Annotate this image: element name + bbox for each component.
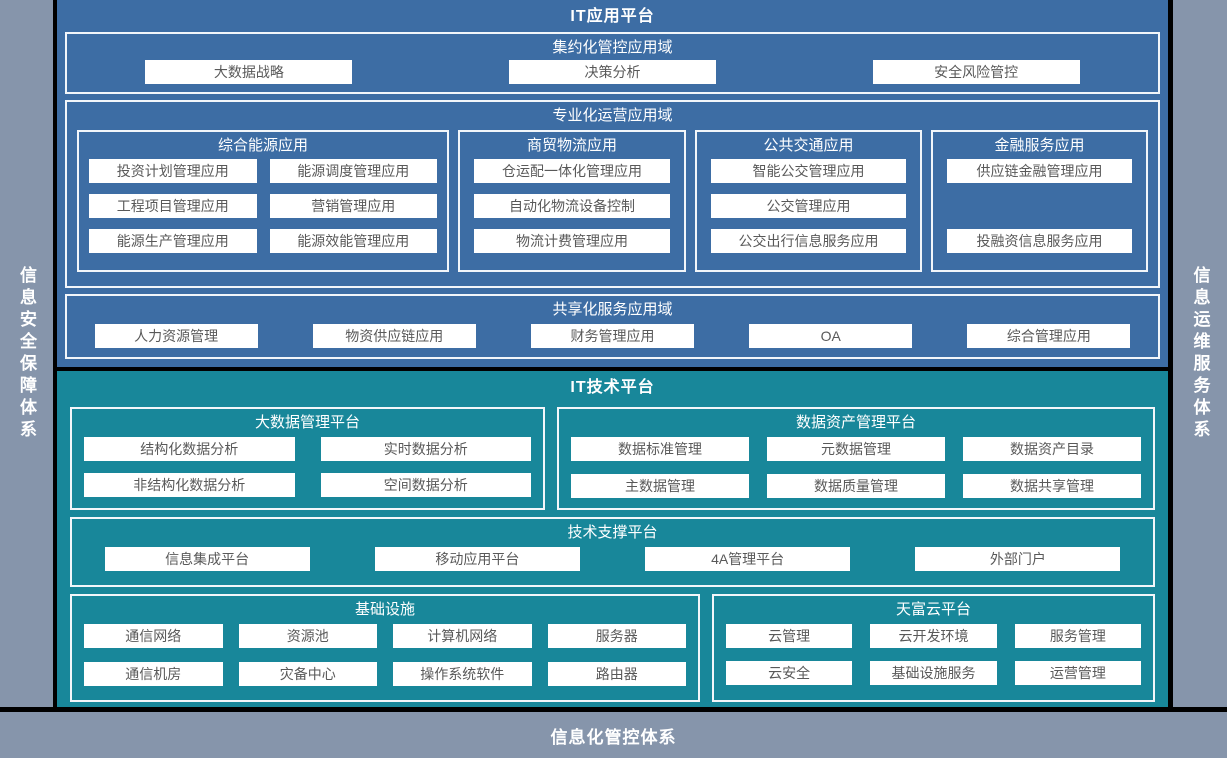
main-content: IT应用平台 集约化管控应用域 大数据战略 决策分析 安全风险管控 专业化运营应…: [57, 0, 1168, 707]
node-comm-network: 通信网络: [84, 624, 223, 648]
node-bus-travel-info-service: 公交出行信息服务应用: [711, 229, 906, 253]
node-metadata-mgmt: 元数据管理: [767, 437, 945, 461]
node-hr-mgmt: 人力资源管理: [94, 324, 258, 348]
node-decision-analysis: 决策分析: [508, 60, 716, 84]
node-big-data-strategy: 大数据战略: [145, 60, 353, 84]
node-realtime-data-analysis: 实时数据分析: [320, 437, 531, 461]
node-comm-room: 通信机房: [84, 662, 223, 686]
node-spatial-data-analysis: 空间数据分析: [320, 473, 531, 497]
node-cloud-security: 云安全: [726, 661, 853, 685]
it-application-platform-title: IT应用平台: [570, 8, 655, 25]
node-router: 路由器: [547, 662, 686, 686]
node-master-data-mgmt: 主数据管理: [571, 474, 749, 498]
node-automated-logistics-equipment: 自动化物流设备控制: [474, 194, 670, 218]
group-integrated-energy: 综合能源应用 投资计划管理应用 能源调度管理应用 工程项目管理应用 营销管理应用…: [77, 130, 449, 272]
group-financial-service: 金融服务应用 供应链金融管理应用 投融资信息服务应用: [931, 130, 1148, 272]
node-computer-network: 计算机网络: [393, 624, 532, 648]
node-supply-chain-finance-mgmt: 供应链金融管理应用: [947, 159, 1132, 183]
node-cloud-mgmt: 云管理: [726, 624, 853, 648]
it-technology-platform-title: IT技术平台: [570, 379, 655, 396]
transit-buttons-col: 智能公交管理应用 公交管理应用 公交出行信息服务应用: [697, 158, 920, 253]
node-data-quality-mgmt: 数据质量管理: [767, 474, 945, 498]
group-trade-logistics-title: 商贸物流应用: [526, 137, 617, 154]
node-investment-financing-info-service: 投融资信息服务应用: [947, 229, 1132, 253]
node-marketing-mgmt: 营销管理应用: [269, 194, 437, 218]
professional-groups: 综合能源应用 投资计划管理应用 能源调度管理应用 工程项目管理应用 营销管理应用…: [67, 128, 1158, 272]
domain-intensive-control-title: 集约化管控应用域: [552, 39, 673, 56]
group-tech-support-platform: 技术支撑平台 信息集成平台 移动应用平台 4A管理平台 外部门户: [70, 517, 1155, 587]
group-bigdata-mgmt-platform-title: 大数据管理平台: [254, 414, 360, 431]
domain-intensive-control: 集约化管控应用域 大数据战略 决策分析 安全风险管控: [65, 32, 1160, 94]
domain-professional-operation-title: 专业化运营应用域: [552, 107, 673, 124]
group-infrastructure: 基础设施 通信网络 资源池 计算机网络 服务器 通信机房 灾备中心 操作系统软件…: [70, 594, 700, 702]
node-disaster-recovery-center: 灾备中心: [238, 662, 377, 686]
node-financial-mgmt: 财务管理应用: [530, 324, 694, 348]
node-infra-service: 基础设施服务: [870, 661, 997, 685]
node-material-supply-chain: 物资供应链应用: [312, 324, 476, 348]
group-trade-logistics: 商贸物流应用 仓运配一体化管理应用 自动化物流设备控制 物流计费管理应用: [458, 130, 686, 272]
domain-shared-service: 共享化服务应用域 人力资源管理 物资供应链应用 财务管理应用 OA 综合管理应用: [65, 294, 1160, 359]
node-structured-data-analysis: 结构化数据分析: [84, 437, 295, 461]
infrastructure-buttons-grid: 通信网络 资源池 计算机网络 服务器 通信机房 灾备中心 操作系统软件 路由器: [72, 622, 698, 686]
shared-buttons-row: 人力资源管理 物资供应链应用 财务管理应用 OA 综合管理应用: [67, 324, 1158, 348]
group-public-transport: 公共交通应用 智能公交管理应用 公交管理应用 公交出行信息服务应用: [695, 130, 922, 272]
group-tianfu-cloud-platform: 天富云平台 云管理 云开发环境 服务管理 云安全 基础设施服务 运营管理: [712, 594, 1155, 702]
intensive-buttons-row: 大数据战略 决策分析 安全风险管控: [67, 60, 1158, 84]
bigdata-buttons-grid: 结构化数据分析 实时数据分析 非结构化数据分析 空间数据分析: [72, 435, 543, 497]
tech-support-buttons-row: 信息集成平台 移动应用平台 4A管理平台 外部门户: [72, 547, 1153, 571]
node-data-sharing-mgmt: 数据共享管理: [963, 474, 1141, 498]
domain-shared-service-title: 共享化服务应用域: [552, 301, 673, 318]
node-oa: OA: [749, 324, 913, 348]
group-public-transport-title: 公共交通应用: [763, 137, 854, 154]
group-data-asset-mgmt-platform: 数据资产管理平台 数据标准管理 元数据管理 数据资产目录 主数据管理 数据质量管…: [557, 407, 1155, 510]
group-tech-support-platform-title: 技术支撑平台: [567, 524, 658, 541]
node-external-portal: 外部门户: [915, 547, 1121, 571]
it-technology-platform-panel: IT技术平台 大数据管理平台 结构化数据分析 实时数据分析 非结构化数据分析 空…: [57, 371, 1168, 707]
node-project-mgmt: 工程项目管理应用: [89, 194, 257, 218]
node-security-risk-control: 安全风险管控: [872, 60, 1080, 84]
pillar-info-ops-service-label: 信息运维服务体系: [1190, 265, 1210, 442]
pillar-info-security: 信息安全保障体系: [0, 0, 53, 707]
pillar-info-security-label: 信息安全保障体系: [17, 265, 36, 442]
cloud-buttons-grid: 云管理 云开发环境 服务管理 云安全 基础设施服务 运营管理: [714, 622, 1153, 685]
domain-professional-operation: 专业化运营应用域 综合能源应用 投资计划管理应用 能源调度管理应用 工程项目管理…: [65, 100, 1160, 288]
node-energy-dispatch-mgmt: 能源调度管理应用: [269, 159, 437, 183]
group-financial-service-title: 金融服务应用: [994, 137, 1085, 154]
node-bus-mgmt: 公交管理应用: [711, 194, 906, 218]
finance-buttons-col: 供应链金融管理应用 投融资信息服务应用: [933, 158, 1146, 253]
node-operation-mgmt: 运营管理: [1014, 661, 1141, 685]
node-os-software: 操作系统软件: [393, 662, 532, 686]
node-mobile-app-platform: 移动应用平台: [374, 547, 580, 571]
bar-info-management-label: 信息化管控体系: [550, 727, 677, 747]
node-general-mgmt: 综合管理应用: [967, 324, 1131, 348]
node-cloud-dev-env: 云开发环境: [870, 624, 997, 648]
node-service-mgmt: 服务管理: [1014, 624, 1141, 648]
group-integrated-energy-title: 综合能源应用: [217, 137, 308, 154]
node-warehouse-transport-distribution: 仓运配一体化管理应用: [474, 159, 670, 183]
bar-info-management: 信息化管控体系: [0, 712, 1227, 758]
group-bigdata-mgmt-platform: 大数据管理平台 结构化数据分析 实时数据分析 非结构化数据分析 空间数据分析: [70, 407, 545, 510]
node-server: 服务器: [547, 624, 686, 648]
logistics-buttons-col: 仓运配一体化管理应用 自动化物流设备控制 物流计费管理应用: [460, 158, 684, 253]
node-energy-efficiency-mgmt: 能源效能管理应用: [269, 229, 437, 253]
data-asset-buttons-grid: 数据标准管理 元数据管理 数据资产目录 主数据管理 数据质量管理 数据共享管理: [559, 435, 1153, 498]
node-logistics-billing-mgmt: 物流计费管理应用: [474, 229, 670, 253]
node-info-integration-platform: 信息集成平台: [104, 547, 310, 571]
node-unstructured-data-analysis: 非结构化数据分析: [84, 473, 295, 497]
group-tianfu-cloud-platform-title: 天富云平台: [895, 601, 971, 618]
node-data-asset-catalog: 数据资产目录: [963, 437, 1141, 461]
group-infrastructure-title: 基础设施: [354, 601, 415, 618]
node-energy-production-mgmt: 能源生产管理应用: [89, 229, 257, 253]
energy-buttons-grid: 投资计划管理应用 能源调度管理应用 工程项目管理应用 营销管理应用 能源生产管理…: [79, 158, 447, 253]
group-data-asset-mgmt-platform-title: 数据资产管理平台: [795, 414, 916, 431]
node-resource-pool: 资源池: [238, 624, 377, 648]
node-smart-bus-mgmt: 智能公交管理应用: [711, 159, 906, 183]
tech-row-infrastructure: 基础设施 通信网络 资源池 计算机网络 服务器 通信机房 灾备中心 操作系统软件…: [70, 594, 1155, 702]
it-application-platform-panel: IT应用平台 集约化管控应用域 大数据战略 决策分析 安全风险管控 专业化运营应…: [57, 0, 1168, 367]
node-investment-plan-mgmt: 投资计划管理应用: [89, 159, 257, 183]
node-4a-mgmt-platform: 4A管理平台: [645, 547, 851, 571]
pillar-info-ops-service: 信息运维服务体系: [1173, 0, 1227, 707]
tech-row-data-platforms: 大数据管理平台 结构化数据分析 实时数据分析 非结构化数据分析 空间数据分析 数…: [70, 407, 1155, 510]
node-data-standard-mgmt: 数据标准管理: [571, 437, 749, 461]
